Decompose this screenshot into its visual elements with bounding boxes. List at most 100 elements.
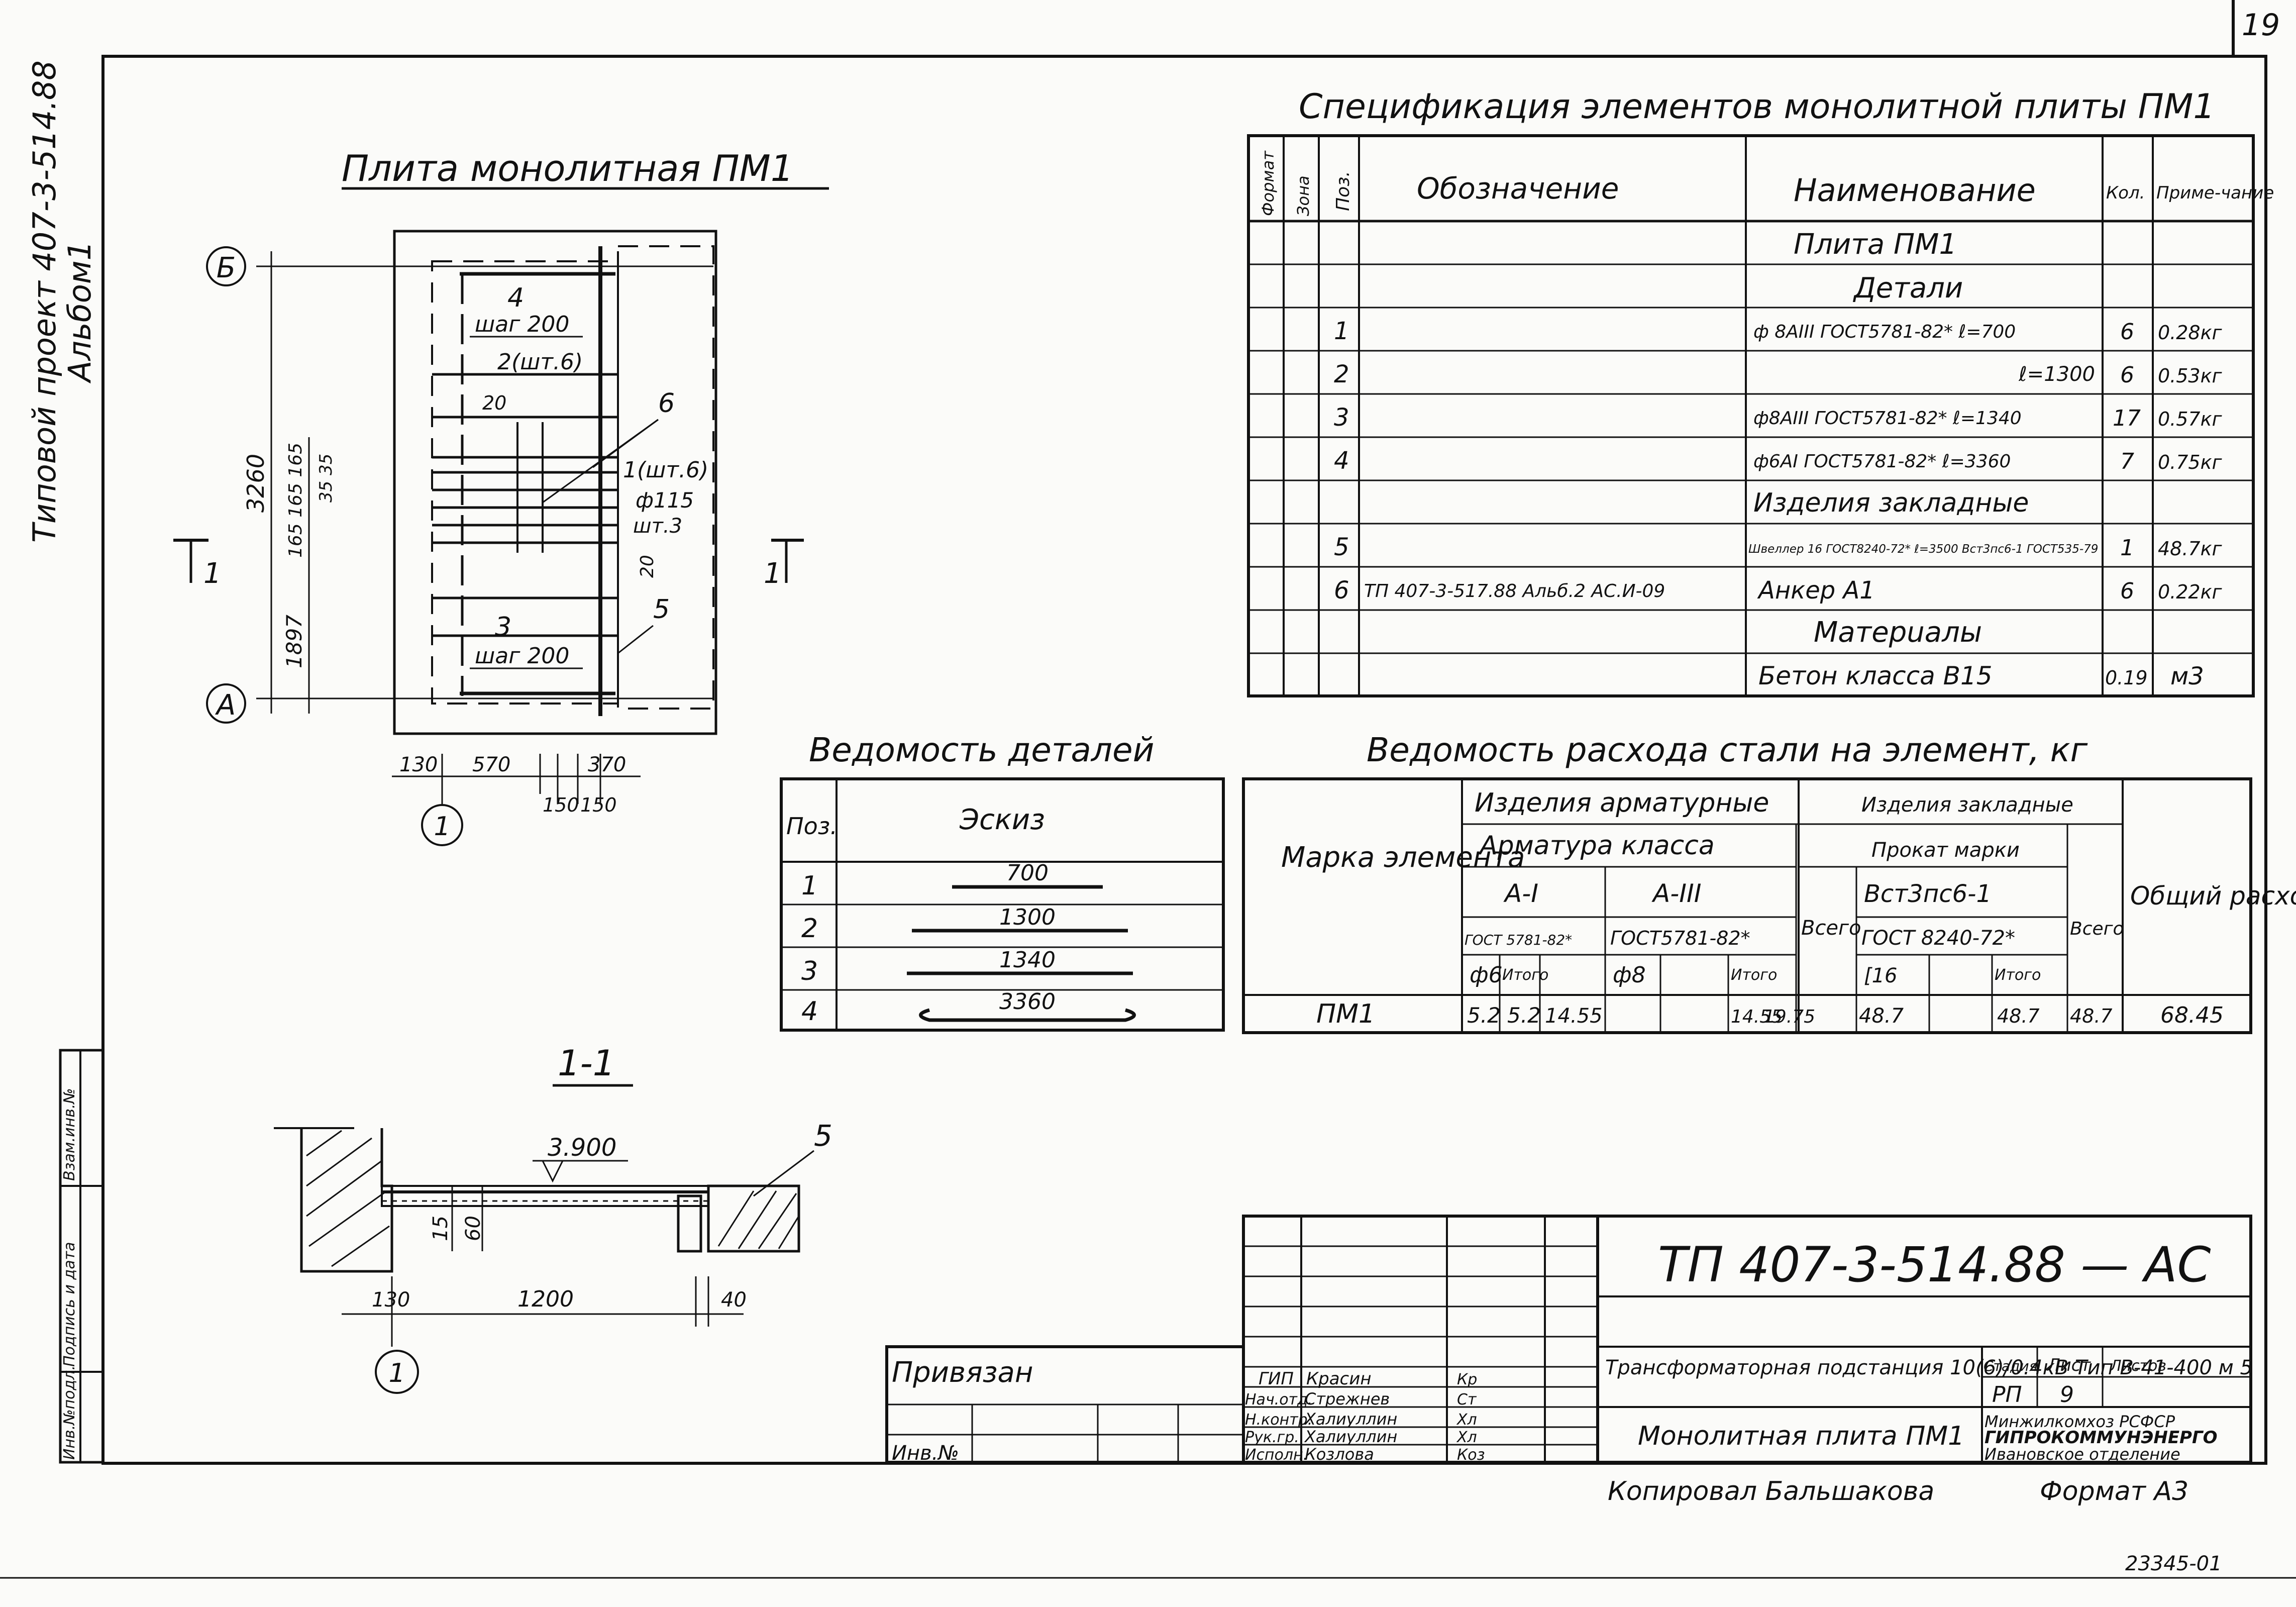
spec-row-name: Бетон класса В15: [1758, 661, 1993, 690]
label-3: 3: [495, 612, 511, 642]
label-phi: ф115: [636, 488, 694, 513]
section-level: 3.900: [548, 1134, 616, 1162]
details-pos: 3: [801, 956, 818, 986]
steel-h-a1-gost: ГОСТ 5781-82*: [1465, 932, 1572, 948]
steel-h-vsego: Всего: [1801, 917, 1861, 940]
section-label-5: 5: [814, 1119, 832, 1153]
spec-row-name: Анкер А1: [1757, 576, 1875, 605]
spec-row-name: Швеллер 16 ГОСТ8240-72* ℓ=3500 Вст3пс6-1…: [1748, 543, 2098, 556]
dim-top-stack: 165 165 165: [285, 443, 306, 558]
label-step-top: шаг 200: [475, 312, 569, 337]
person-name: Халиуллин: [1304, 1427, 1397, 1446]
steel-h-zakl: Изделия закладные: [1861, 793, 2073, 817]
details-len: 1300: [999, 905, 1056, 930]
steel-h-gost8240: ГОСТ 8240-72*: [1861, 927, 2015, 950]
spec-row-name: Плита ПМ1: [1794, 228, 1957, 261]
section-mark-right: 1: [764, 557, 782, 590]
details-header-pos: Поз.: [786, 813, 838, 840]
steel-row-value: 14.55: [1545, 1005, 1603, 1028]
side-stamp-field: Взам.инв.№: [61, 1088, 78, 1181]
spec-row-pos: 6: [1334, 576, 1349, 605]
steel-h-a3-gost: ГОСТ5781-82*: [1610, 927, 1750, 949]
steel-row-value: 5.2: [1467, 1003, 1501, 1028]
spec-row-pos: 1: [1334, 317, 1349, 345]
steel-h-arm-class: Арматура класса: [1478, 831, 1715, 861]
spec-table: Спецификация элементов монолитной плиты …: [1247, 87, 2274, 697]
label-6: 6: [658, 388, 675, 419]
dim-lower: 1897: [282, 615, 306, 668]
side-stamp-field: Инв.№подл.: [61, 1365, 78, 1460]
section-view: 1-1 3.900 5 15 60 13: [274, 1043, 832, 1394]
section-dim-130: 130: [372, 1288, 410, 1312]
document-code: ТП 407-3-514.88 — АС: [1658, 1237, 2211, 1293]
section-dim-40: 40: [721, 1288, 747, 1312]
section-axis-label: 1: [388, 1358, 405, 1388]
steel-h-arm: Изделия арматурные: [1475, 788, 1769, 818]
person-role: Н.контр.: [1245, 1411, 1312, 1429]
spec-row-note: 0.57кг: [2158, 408, 2223, 430]
spec-row-pos: 3: [1334, 404, 1349, 432]
person-name: Козлова: [1305, 1445, 1374, 1464]
spec-row-name: ф6АI ГОСТ5781-82* ℓ=3360: [1753, 451, 2011, 472]
steel-h-mark: Марка элемента: [1281, 841, 1525, 874]
person-sign: Коз: [1457, 1446, 1485, 1464]
copied-by: Копировал Бальшакова: [1608, 1476, 1934, 1506]
section-dim-1200: 1200: [517, 1286, 574, 1312]
spec-header: Формат: [1259, 150, 1278, 216]
person-role: ГИП: [1259, 1369, 1294, 1389]
dim-bottom2: 150: [543, 794, 579, 816]
sheet-value: 9: [2060, 1382, 2074, 1408]
spec-header: Зона: [1294, 175, 1313, 216]
sheet-format: Формат А3: [2040, 1476, 2188, 1506]
spec-row-note: м3: [2170, 662, 2204, 690]
label-sht3: шт.3: [633, 515, 682, 538]
inv-label: Инв.№: [892, 1442, 959, 1465]
dim-total: 3260: [242, 454, 269, 513]
label-2: 2(шт.6): [497, 349, 583, 375]
spec-row-qty: 17: [2113, 406, 2141, 431]
steel-h-total: Общий расход: [2130, 881, 2296, 911]
stage-header: Стадия: [1984, 1358, 2037, 1374]
steel-h-vst: Вст3пс6-1: [1864, 880, 1992, 908]
steel-row-value: 5.2: [1507, 1003, 1541, 1028]
dim-bottom: 130: [399, 753, 438, 776]
details-len: 1340: [999, 947, 1056, 973]
person-sign: Хл: [1456, 1429, 1477, 1446]
label-20b: 20: [637, 555, 658, 578]
axis-a-label: А: [215, 689, 236, 722]
spec-row-note: 0.53кг: [2158, 365, 2223, 387]
spec-row-note: 48.7кг: [2158, 538, 2223, 560]
person-name: Красин: [1306, 1369, 1372, 1389]
steel-h-c16: [16: [1864, 964, 1898, 987]
spec-row-name: Матерuалы: [1814, 616, 1982, 649]
spec-row-note: 0.75кг: [2158, 451, 2223, 473]
label-20a: 20: [482, 392, 506, 414]
person-role: Нач.отд.: [1245, 1391, 1312, 1409]
label-step-bottom: шаг 200: [475, 643, 569, 669]
side-title-line1: Типовой проект 407-3-514.88: [26, 60, 63, 543]
spec-row-name: Детали: [1852, 272, 1963, 305]
spec-row-note: 0.22кг: [2158, 581, 2223, 603]
spec-header: Кол.: [2106, 183, 2145, 203]
steel-h-itogo: Итого: [1731, 966, 1777, 984]
section-dim-60: 60: [462, 1216, 485, 1241]
sheet-header: Лист: [2046, 1355, 2091, 1375]
steel-h-phi8: ф8: [1613, 962, 1646, 988]
dim-bottom: 370: [588, 753, 626, 776]
person-sign: Ст: [1457, 1391, 1477, 1409]
details-header-sketch: Эскиз: [959, 804, 1045, 836]
spec-row-qty: 1: [2120, 535, 2134, 561]
details-len: 700: [1006, 860, 1049, 886]
steel-row-value: 14.55: [1731, 1007, 1783, 1027]
org-line: Минжилкомхоз РСФСР: [1985, 1412, 2175, 1431]
person-role: Рук.гр.: [1245, 1429, 1299, 1446]
section-mark-left: 1: [203, 557, 222, 590]
steel-row-value: 48.7: [2070, 1005, 2113, 1027]
dim-bottom: 570: [472, 753, 510, 776]
section-dim-15: 15: [429, 1216, 452, 1241]
steel-row-value: 68.45: [2160, 1002, 2224, 1028]
details-len: 3360: [999, 989, 1056, 1015]
spec-row-qty: 6: [2120, 362, 2134, 388]
steel-h-a3: А-III: [1651, 879, 1701, 908]
